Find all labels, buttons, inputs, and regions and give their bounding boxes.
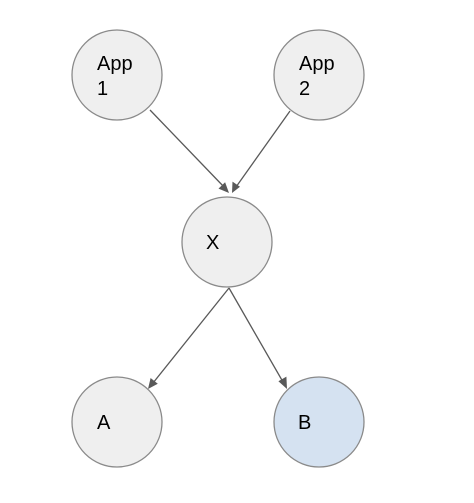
- node-b-circle: [273, 376, 365, 468]
- node-a-label: A: [97, 412, 111, 434]
- edges: [148, 109, 291, 389]
- node-x-circle: [181, 196, 273, 288]
- node-app2-label-line1: App: [299, 53, 335, 75]
- node-a[interactable]: A: [71, 376, 163, 468]
- node-app2[interactable]: App 2: [273, 29, 365, 121]
- edge-x-to-b: [228, 287, 287, 389]
- node-x[interactable]: X: [181, 196, 273, 288]
- node-b[interactable]: B: [273, 376, 365, 468]
- node-b-label: B: [298, 412, 311, 434]
- node-app1[interactable]: App 1: [71, 29, 163, 121]
- edge-app2-to-x: [232, 110, 291, 193]
- node-a-circle: [71, 376, 163, 468]
- node-x-label: X: [206, 232, 219, 254]
- node-app2-label-line2: 2: [299, 78, 310, 100]
- node-app1-circle: [71, 29, 163, 121]
- node-app1-label-line1: App: [97, 53, 133, 75]
- edge-x-to-a: [148, 287, 230, 389]
- node-app2-circle: [273, 29, 365, 121]
- node-app1-label-line2: 1: [97, 78, 108, 100]
- edge-app1-to-x: [149, 109, 229, 193]
